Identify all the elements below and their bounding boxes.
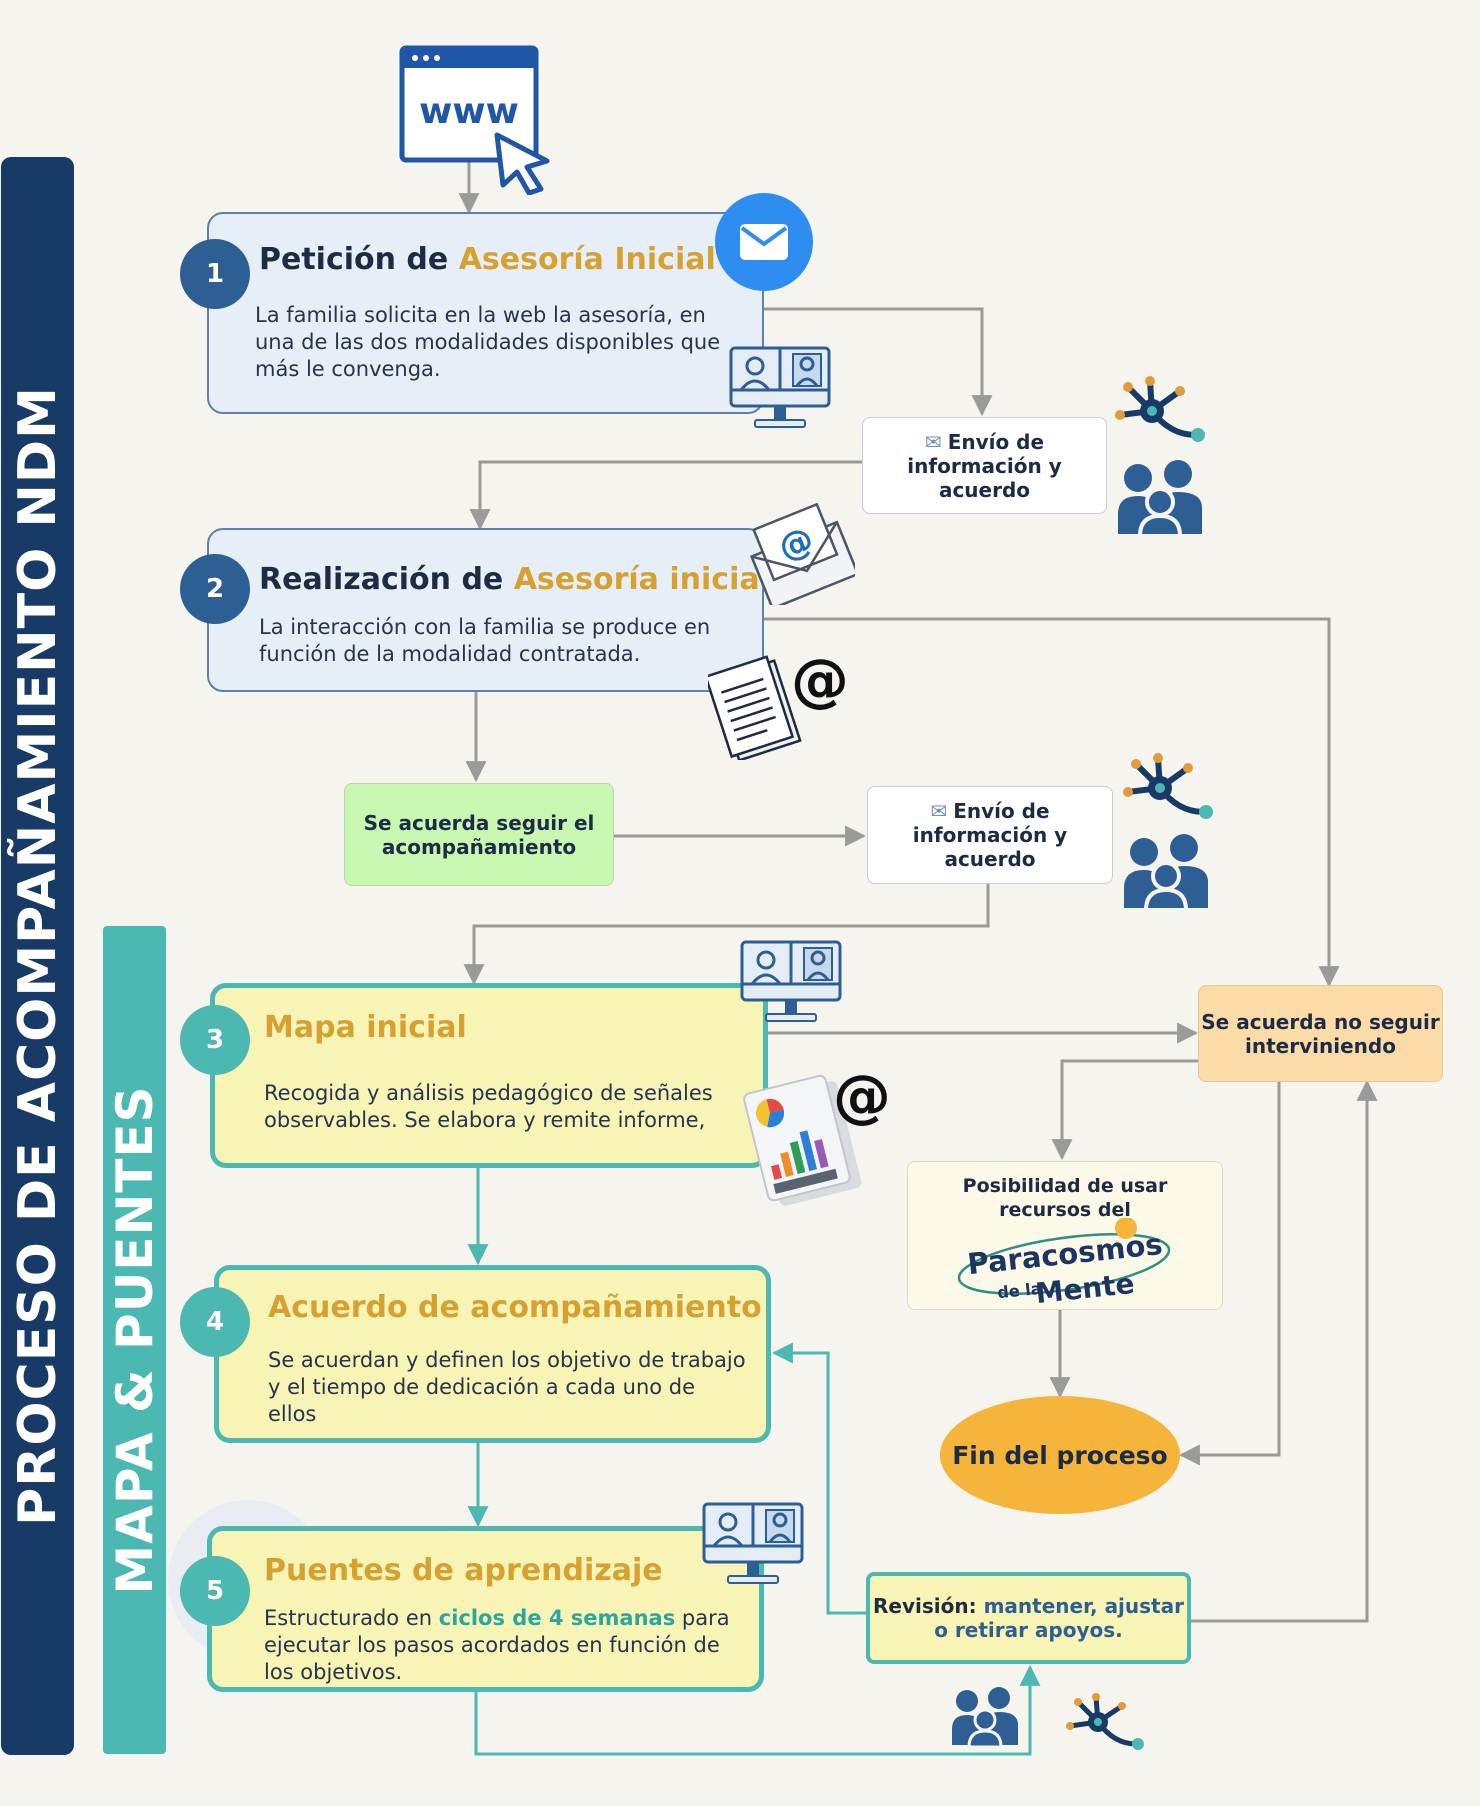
step-5-description: Estructurado en ciclos de 4 semanas para… <box>264 1606 730 1684</box>
paracosmos-logo: Paracosmos de la Mente <box>957 1218 1171 1310</box>
step-1-number: 1 <box>180 239 250 309</box>
family-icon <box>1118 460 1202 536</box>
small-envelope-icon: ✉ <box>924 429 942 454</box>
envio-info-node-2: ✉Envío de información y acuerdo <box>867 786 1113 884</box>
step-4-box: Acuerdo de acompañamiento Se acuerdan y … <box>214 1265 771 1443</box>
paracosmos-logo-small: de la <box>996 1279 1042 1303</box>
step-1-box: Petición de Asesoría Inicial La familia … <box>207 212 764 414</box>
paracosmos-label: Posibilidad de usar recursos del <box>962 1175 1168 1221</box>
step-1-title: Petición de Asesoría Inicial <box>259 242 716 277</box>
family-icon-3 <box>952 1687 1018 1747</box>
arrow-step2-to-nosegir <box>764 617 1340 988</box>
browser-www-text: www <box>419 91 519 132</box>
email-circle-icon <box>715 193 813 291</box>
step-3-title: Mapa inicial <box>264 1010 467 1045</box>
video-call-icon-2 <box>740 940 842 1022</box>
arrow-envio1-to-step2 <box>469 460 862 531</box>
step-5-box: Puentes de aprendizaje Estructurado en c… <box>207 1526 764 1692</box>
step-2-box: Realización de Asesoría inicial La inter… <box>207 528 770 692</box>
step-2-number: 2 <box>180 554 250 624</box>
family-icon-2 <box>1124 834 1208 910</box>
svg-text:@: @ <box>833 1062 891 1130</box>
arrow-step1-to-envio1 <box>764 307 993 417</box>
arrow-revision-to-nosegir <box>1190 1079 1378 1623</box>
fin-proceso-node: Fin del proceso <box>940 1396 1180 1514</box>
email-at-envelope-icon: @ <box>749 502 855 605</box>
step-4-description: Se acuerdan y definen los objetivo de tr… <box>268 1348 746 1426</box>
step-3-number: 3 <box>180 1005 250 1075</box>
step-4-title: Acuerdo de acompañamiento <box>268 1290 762 1325</box>
report-chart-at-icon: @ <box>743 1062 891 1206</box>
video-call-icon <box>729 346 831 428</box>
seguir-node: Se acuerda seguir el acompañamiento <box>344 783 614 886</box>
sidebar-process-title: PROCESO DE ACOMPAÑAMIENTO NDM <box>1 157 74 1755</box>
browser-www-icon: www <box>399 45 550 195</box>
neuron-icon-3 <box>1066 1693 1144 1750</box>
paracosmos-logo-text-2: Mente <box>1034 1267 1136 1310</box>
neuron-icon-2 <box>1123 753 1213 819</box>
step-2-title: Realización de Asesoría inicial <box>259 562 770 597</box>
neuron-icon <box>1115 376 1205 442</box>
no-seguir-node: Se acuerda no seguir interviniendo <box>1198 985 1443 1082</box>
paracosmos-node: Posibilidad de usar recursos del Paracos… <box>907 1161 1223 1310</box>
step-3-box: Mapa inicial Recogida y análisis pedagóg… <box>210 983 768 1168</box>
step-5-number: 5 <box>180 1556 250 1626</box>
arrow-nosegir-to-paracosmos <box>1051 1059 1199 1161</box>
step-3-description: Recogida y análisis pedagógico de señale… <box>264 1081 713 1132</box>
envio-info-node-1: ✉Envío de información y acuerdo <box>862 417 1107 514</box>
sidebar-map-bridges: MAPA & PUENTES <box>103 926 166 1754</box>
video-call-icon-3 <box>702 1502 804 1584</box>
sidebar-map-bridges-label: MAPA & PUENTES <box>105 1085 164 1595</box>
step-2-description: La interacción con la familia se produce… <box>259 615 711 666</box>
svg-text:@: @ <box>791 646 849 714</box>
step-5-title: Puentes de aprendizaje <box>264 1553 663 1588</box>
step-4-number: 4 <box>180 1287 250 1357</box>
arrow-revision-to-step4 <box>771 1342 868 1615</box>
arrow-nosegir-to-fin <box>1178 1082 1281 1466</box>
cursor-icon <box>494 132 550 195</box>
documents-at-icon: @ <box>708 646 849 760</box>
small-envelope-icon-2: ✉ <box>930 799 948 823</box>
arrow-envio2-to-step3 <box>463 884 990 986</box>
arrow-step5-loop-to-revision <box>474 1664 1041 1756</box>
step-1-description: La familia solicita en la web la asesorí… <box>255 303 721 381</box>
sidebar-process-label: PROCESO DE ACOMPAÑAMIENTO NDM <box>7 386 68 1526</box>
revision-node: Revisión: mantener, ajustar o retirar ap… <box>866 1572 1191 1664</box>
